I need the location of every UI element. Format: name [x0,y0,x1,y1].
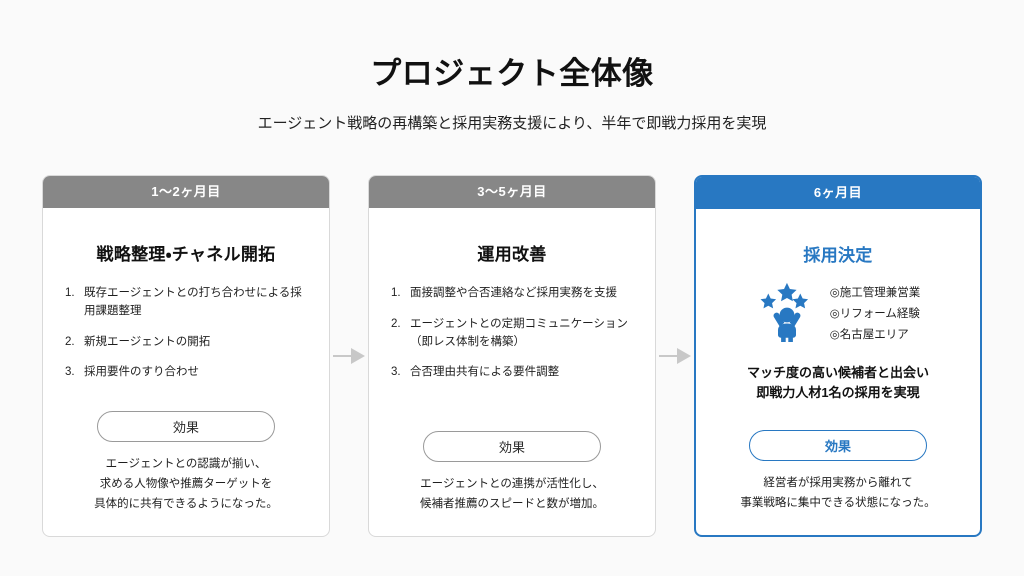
list-item: 3. 採用要件のすり合わせ [65,364,311,382]
phase-body-1: 戦略整理・チャネル開拓 1. 既存エージェントとの打ち合わせによる採用課題整理 … [43,208,329,536]
list-item-label: エージェントとの定期コミュニケーション（即レス体制を構築） [410,317,628,348]
phase-label-3: 6ヶ月目 [696,177,981,209]
effect-note-1: エージェントとの認識が揃い、 求める人物像や推薦ターゲットを 具体的に共有できる… [94,454,278,524]
effect-block-3: 効果 経営者が採用実務から離れて 事業戦略に集中できる状態になった。 [710,429,966,523]
phase-body-2: 運用改善 1. 面接調整や合否連絡など採用実務を支援 2. エージェントとの定期… [369,208,655,536]
timeline-cards: 1〜2ヶ月目 戦略整理・チャネル開拓 1. 既存エージェントとの打ち合わせによる… [42,175,983,537]
list-item-label: 新規エージェントの開拓 [84,335,211,348]
phase-title-1: 戦略整理・チャネル開拓 [96,245,276,264]
phase-card-1[interactable]: 1〜2ヶ月目 戦略整理・チャネル開拓 1. 既存エージェントとの打ち合わせによる… [42,175,330,537]
persona-criteria-list: ◎施工管理兼営業 ◎リフォーム経験 ◎名古屋エリア [830,283,921,347]
effect-note-line: 候補者推薦のスピードと数が増加。 [420,497,604,510]
celebrating-person-with-stars-icon [756,282,818,347]
effect-badge-2: 効果 [423,430,601,462]
outcome-line: マッチ度の高い候補者と出会い [747,365,930,380]
phase-title-3: 採用決定 [803,246,873,265]
effect-note-line: エージェントとの認識が揃い、 [105,457,267,470]
effect-note-line: エージェントとの連携が活性化し、 [420,477,604,490]
list-item-label: 既存エージェントとの打ち合わせによる採用課題整理 [84,287,302,317]
list-item: ◎リフォーム経験 [829,307,920,320]
list-item-number: 1. [65,287,75,299]
phase-task-list-2: 1. 面接調整や合否連絡など採用実務を支援 2. エージェントとの定期コミュニケ… [383,285,641,395]
effect-badge-1: 効果 [97,410,275,442]
list-item: 3. 合否理由共有による要件調整 [391,364,637,382]
list-item: 1. 既存エージェントとの打ち合わせによる採用課題整理 [65,285,311,321]
list-item-label: 面接調整や合否連絡など採用実務を支援 [410,287,617,299]
page-title: プロジェクト全体像 [370,56,654,91]
list-item: ◎施工管理兼営業 [829,286,921,299]
phase-label-1: 1〜2ヶ月目 [43,176,329,208]
page-subtitle: エージェント戦略の再構築と採用実務支援により、半年で即戦力採用を実現 [257,115,767,132]
arrow-right-icon-1 [330,175,368,537]
effect-block-1: 効果 エージェントとの認識が揃い、 求める人物像や推薦ターゲットを 具体的に共有… [57,410,315,524]
phase-card-2[interactable]: 3〜5ヶ月目 運用改善 1. 面接調整や合否連絡など採用実務を支援 2. エージ… [368,175,656,537]
list-item: ◎名古屋エリア [829,329,909,342]
list-item: 1. 面接調整や合否連絡など採用実務を支援 [391,285,637,303]
list-item-number: 3. [391,366,401,379]
effect-note-2: エージェントとの連携が活性化し、 候補者推薦のスピードと数が増加。 [420,474,604,524]
persona-block: ◎施工管理兼営業 ◎リフォーム経験 ◎名古屋エリア [710,282,966,347]
phase-body-3: 採用決定 [696,209,980,535]
effect-note-line: 具体的に共有できるようになった。 [94,497,278,510]
list-item: 2. エージェントとの定期コミュニケーション（即レス体制を構築） [391,316,637,352]
list-item-label: 合否理由共有による要件調整 [410,366,560,379]
list-item-label: 採用要件のすり合わせ [84,366,199,379]
phase-task-list-1: 1. 既存エージェントとの打ち合わせによる採用課題整理 2. 新規エージェントの… [57,285,315,395]
list-item: 2. 新規エージェントの開拓 [65,334,311,352]
effect-block-2: 効果 エージェントとの連携が活性化し、 候補者推薦のスピードと数が増加。 [383,430,641,524]
effect-note-line: 経営者が採用実務から離れて [763,476,913,489]
phase-card-3[interactable]: 6ヶ月目 採用決定 [694,175,983,537]
phase-title-2: 運用改善 [477,245,547,264]
outcome-statement: マッチ度の高い候補者と出会い 即戦力人材1名の採用を実現 [710,363,966,403]
list-item-number: 3. [65,366,75,379]
list-item-number: 2. [65,335,75,348]
list-item-number: 2. [391,317,401,330]
list-item-number: 1. [391,287,401,299]
phase-label-2: 3〜5ヶ月目 [369,176,655,208]
outcome-line: 即戦力人材1名の採用を実現 [756,385,920,401]
effect-badge-3: 効果 [749,429,927,461]
arrow-right-icon-2 [656,175,694,537]
effect-note-line: 求める人物像や推薦ターゲットを [99,477,273,490]
effect-note-line: 事業戦略に集中できる状態になった。 [740,496,936,509]
effect-note-3: 経営者が採用実務から離れて 事業戦略に集中できる状態になった。 [740,473,935,523]
